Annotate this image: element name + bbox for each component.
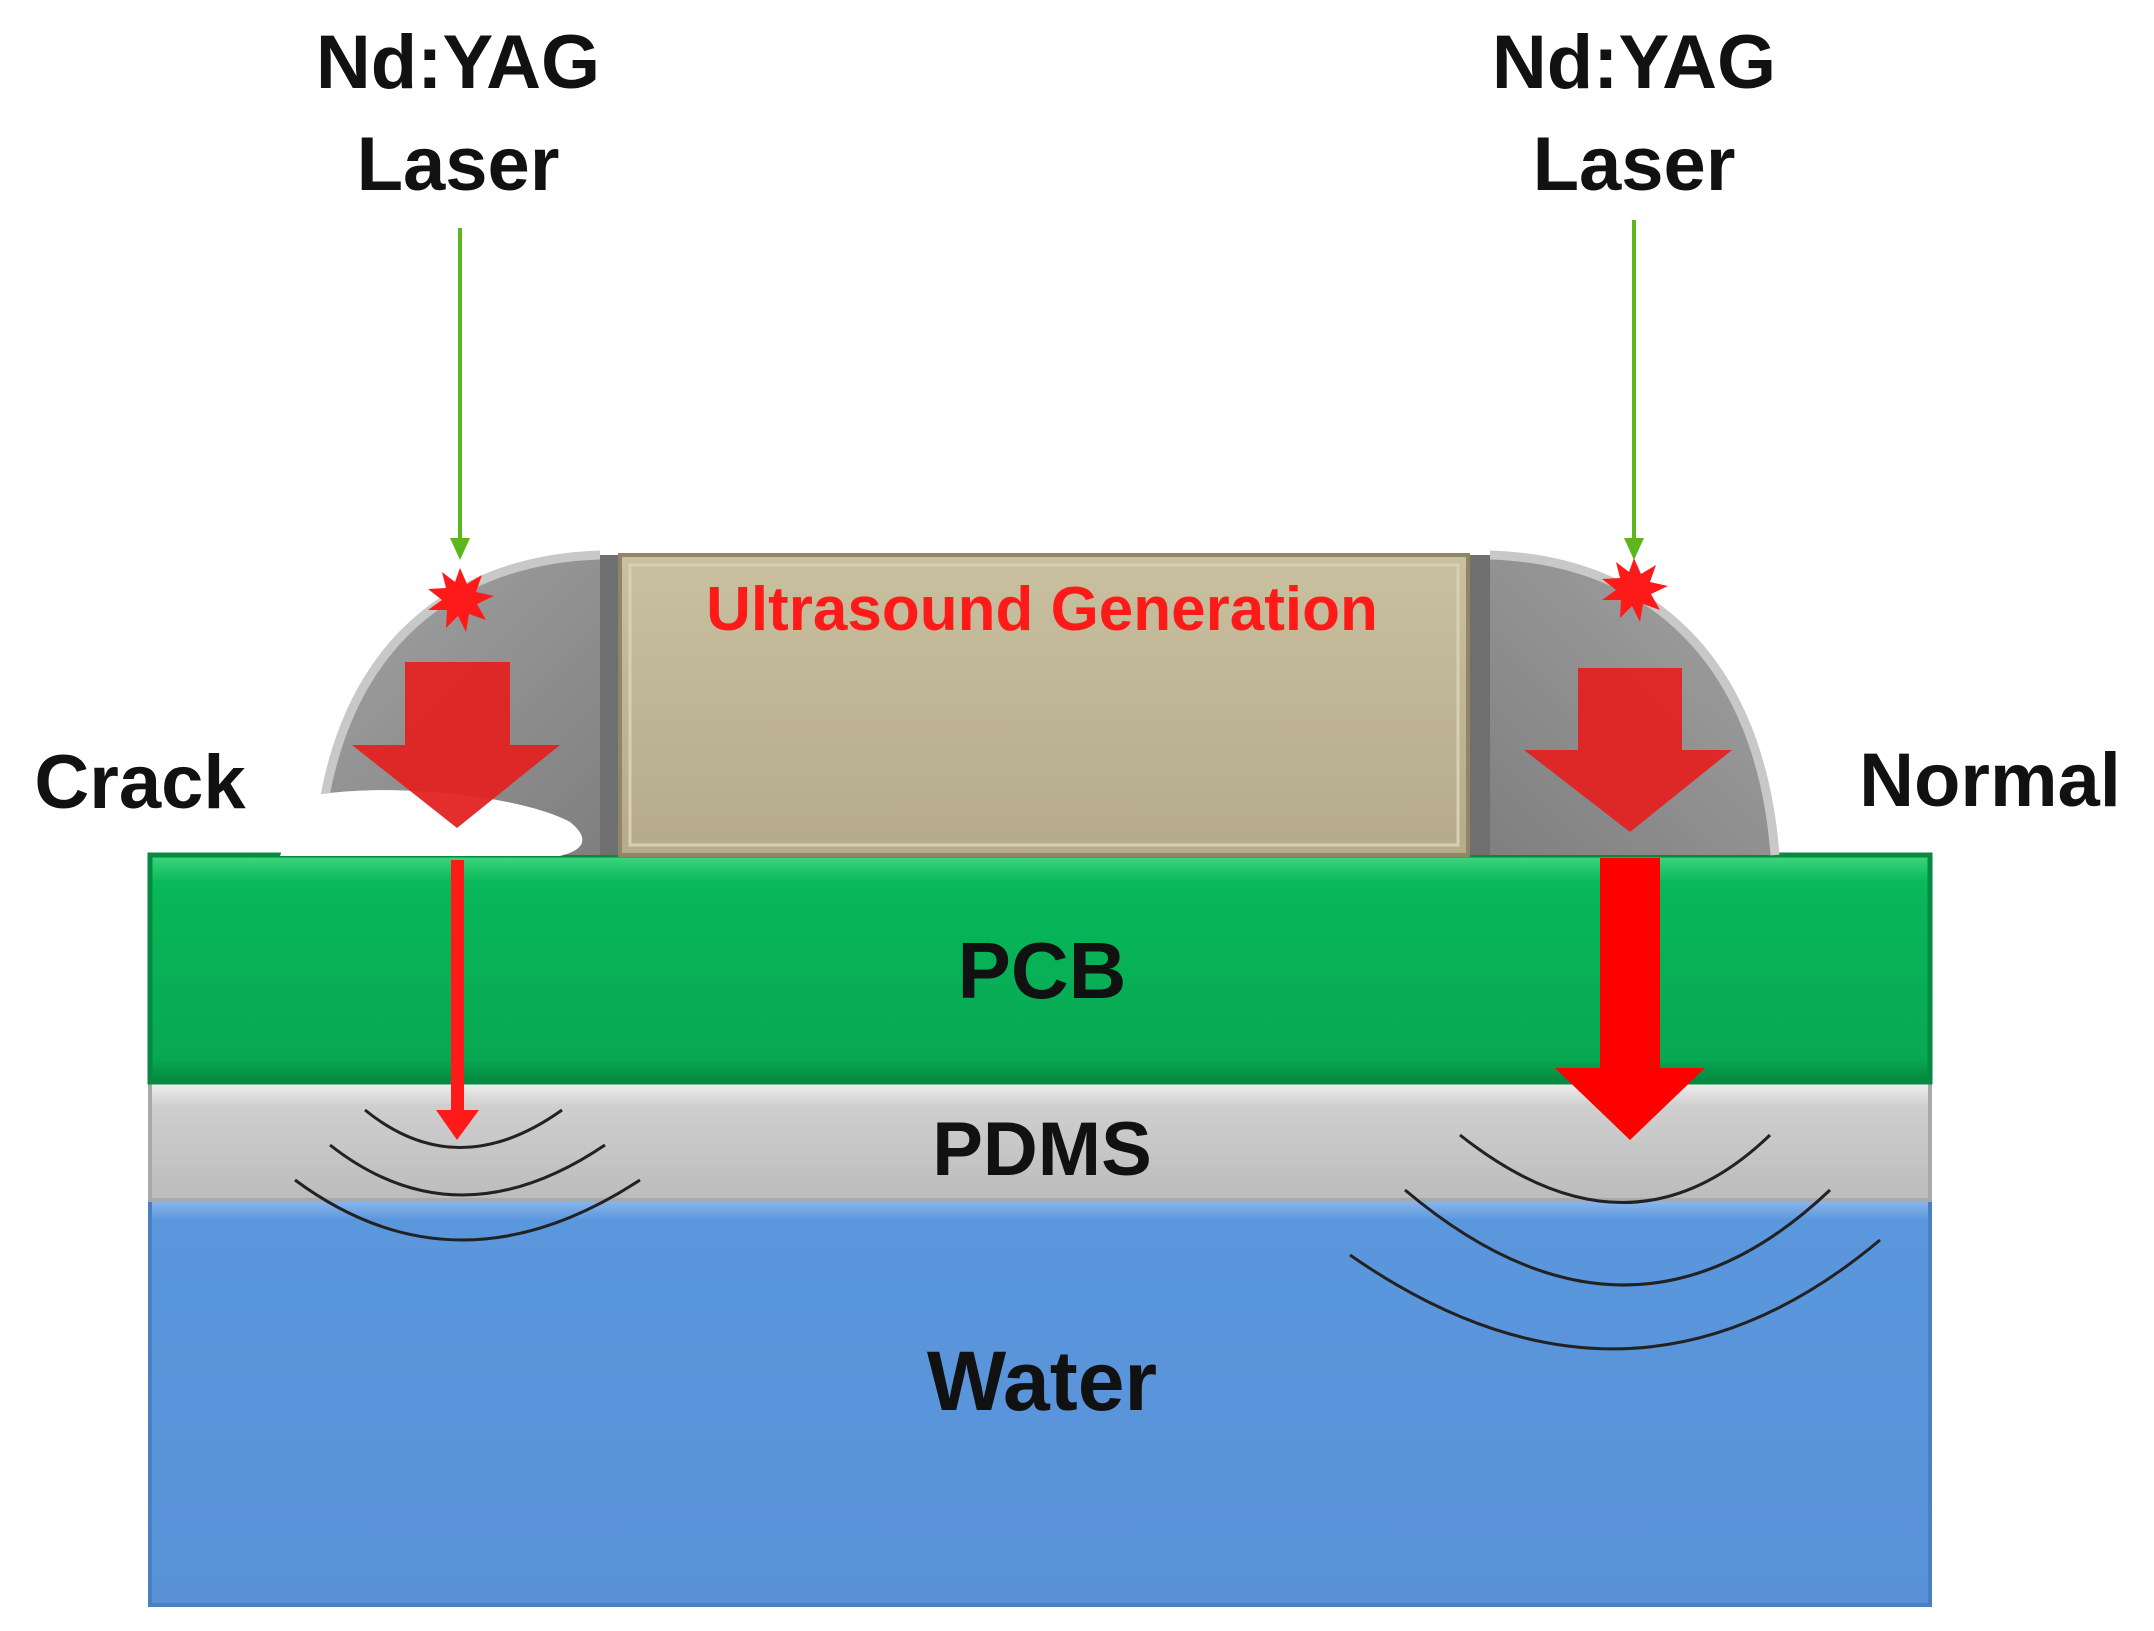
energy-arrow-left-icon <box>352 662 560 828</box>
water-label: Water <box>927 1334 1157 1428</box>
water-layer <box>148 1198 1932 1607</box>
laser-label-left-line1: Nd:YAG <box>316 20 600 105</box>
crack-label: Crack <box>34 740 246 825</box>
transmitted-arrow-left <box>436 860 479 1140</box>
ultrasound-generation-label: Ultrasound Generation <box>706 575 1378 644</box>
laser-beam-left <box>450 228 470 560</box>
normal-label: Normal <box>1859 738 2121 823</box>
crack-gap <box>280 790 583 856</box>
laser-impact-left-icon <box>428 568 494 632</box>
component-body <box>618 553 1470 857</box>
laser-label-right-line1: Nd:YAG <box>1492 20 1776 105</box>
pcb-label: PCB <box>958 926 1127 1015</box>
energy-arrow-right-icon <box>1524 668 1732 832</box>
laser-label-left-line2: Laser <box>357 122 560 207</box>
transmitted-arrow-right <box>1555 858 1705 1140</box>
laser-beam-right <box>1624 220 1644 560</box>
laser-impact-right-icon <box>1602 558 1668 622</box>
ultrasound-waves-right <box>1349 1133 1881 1351</box>
laser-label-right-line2: Laser <box>1533 122 1736 207</box>
pdms-label: PDMS <box>932 1107 1152 1192</box>
ultrasound-waves-left <box>294 1108 641 1242</box>
